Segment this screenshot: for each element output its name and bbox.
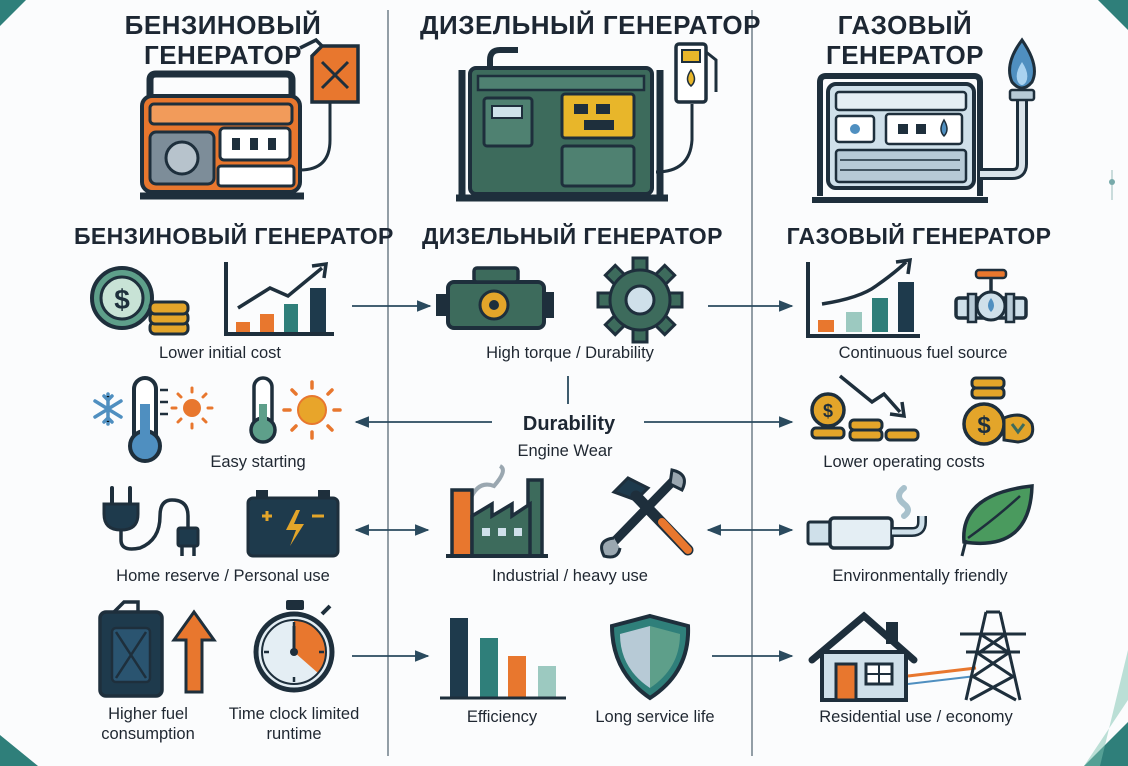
up-arrow-icon — [171, 609, 217, 694]
fuel-can-icon — [98, 600, 164, 698]
thermometer-icon — [249, 376, 277, 444]
label-home-reserve: Home reserve / Personal use — [116, 567, 330, 585]
svg-text:$: $ — [823, 401, 833, 421]
label-easy-starting: Easy starting — [210, 453, 306, 471]
leaf-icon — [960, 484, 1034, 557]
tools-icon — [600, 468, 694, 559]
label-time-clock: Time clock limited runtime — [228, 705, 360, 743]
diesel-subheader: ДИЗЕЛЬНЫЙ ГЕНЕРАТОР — [422, 223, 723, 249]
gear-icon — [596, 256, 684, 344]
gas-flame-icon — [1008, 37, 1036, 102]
petrol-header-line1: БЕНЗИНОВЫЙ — [124, 10, 322, 40]
svg-text:$: $ — [977, 412, 991, 439]
exhaust-pipe-icon — [806, 485, 927, 550]
label-durability: Durability — [522, 413, 616, 435]
stopwatch-icon — [253, 600, 335, 693]
label-residential: Residential use / economy — [819, 708, 1013, 726]
shield-icon — [609, 613, 691, 701]
rising-bar-chart-icon — [224, 261, 334, 336]
power-line — [907, 666, 977, 678]
label-efficiency: Efficiency — [466, 708, 538, 726]
house-icon — [808, 611, 918, 702]
dollar-bag-icon: $ — [962, 376, 1035, 446]
connector-arrows — [352, 300, 794, 662]
efficiency-bars-icon — [440, 618, 566, 700]
gas-subheader: ГАЗОВЫЙ ГЕНЕРАТОР — [786, 223, 1052, 249]
label-long-service: Long service life — [595, 708, 715, 726]
gas-header-line1: ГАЗОВЫЙ — [837, 10, 973, 40]
thermometer-icon — [128, 376, 168, 463]
power-tower-icon — [960, 610, 1026, 702]
dollar-coins-icon: $ — [90, 266, 190, 336]
svg-text:$: $ — [114, 284, 130, 315]
gas-header-line2: ГЕНЕРАТОР — [825, 40, 985, 70]
label-lower-operating: Lower operating costs — [823, 453, 985, 471]
fuel-pump-icon — [655, 42, 718, 174]
petrol-generator-icon — [140, 70, 332, 200]
label-higher-fuel: Higher fuel consumption — [101, 705, 195, 743]
gas-valve-icon — [954, 268, 1028, 324]
label-lower-initial-cost: Lower initial cost — [159, 344, 281, 362]
snowflake-icon — [93, 392, 123, 426]
battery-icon — [246, 490, 340, 558]
factory-icon — [446, 464, 548, 558]
label-eco: Environmentally friendly — [832, 567, 1008, 585]
sun-icon — [282, 380, 342, 440]
diesel-header: ДИЗЕЛЬНЫЙ ГЕНЕРАТОР — [420, 10, 761, 40]
label-high-torque: High torque / Durability — [486, 344, 654, 362]
label-industrial: Industrial / heavy use — [492, 567, 648, 585]
diesel-generator-icon — [456, 47, 668, 202]
petrol-header-line2: ГЕНЕРАТОР — [143, 40, 303, 70]
plug-icon — [102, 486, 200, 556]
gas-generator-icon — [812, 73, 1028, 203]
bar-chart-icon — [806, 257, 920, 338]
sun-icon — [170, 386, 214, 430]
petrol-subheader: БЕНЗИНОВЫЙ ГЕНЕРАТОР — [74, 223, 394, 249]
label-continuous-fuel: Continuous fuel source — [838, 344, 1008, 362]
engine-icon — [436, 266, 554, 330]
fuel-canister-icon — [299, 37, 360, 104]
label-engine-wear: Engine Wear — [517, 442, 613, 460]
falling-cost-icon: $ — [810, 374, 920, 442]
